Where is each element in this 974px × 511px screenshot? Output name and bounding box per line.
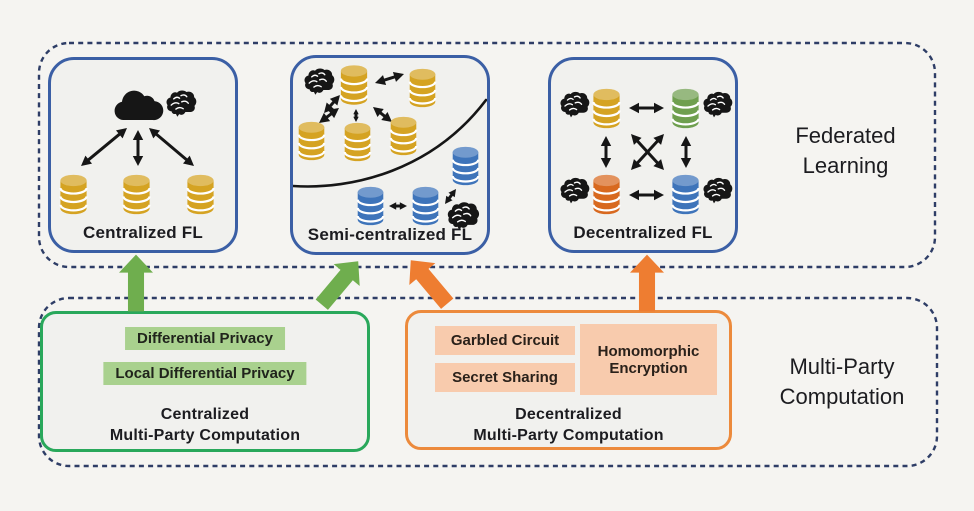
decentralized-mpc-caption: Decentralized Multi-Party Computation	[408, 404, 729, 446]
centralized-mpc-caption: Centralized Multi-Party Computation	[43, 404, 367, 446]
brain-icon	[303, 68, 335, 96]
database-icon	[122, 173, 151, 216]
centralized-mpc-caption-line2: Multi-Party Computation	[109, 427, 301, 444]
centralized-fl-panel-label: Centralized FL	[83, 223, 203, 242]
database-icon	[671, 87, 700, 130]
database-icon	[339, 64, 369, 106]
database-icon	[186, 173, 215, 216]
centralized-mpc-caption-line1: Centralized	[160, 406, 250, 423]
double-arrow	[680, 136, 692, 168]
double-arrow	[149, 128, 194, 166]
database-icon	[592, 87, 621, 130]
double-arrow	[600, 136, 612, 168]
database-icon	[451, 145, 480, 187]
double-arrow	[375, 71, 404, 86]
database-icon	[389, 115, 418, 157]
differential-privacy-chip: Differential Privacy	[125, 327, 285, 350]
multi-party-computation-label-line2: Computation	[779, 384, 905, 409]
database-icon	[59, 173, 88, 216]
double-arrow	[629, 102, 664, 114]
semi-centralized-fl-graphic	[293, 64, 487, 230]
green-flow-arrow-centralized	[119, 254, 153, 312]
database-icon	[592, 173, 621, 216]
centralized-fl-graphic	[59, 90, 215, 216]
database-icon	[671, 173, 700, 216]
brain-icon	[702, 177, 733, 205]
federated-learning-label-line2: Learning	[802, 153, 889, 178]
database-icon	[343, 121, 372, 163]
double-arrow	[629, 189, 664, 201]
database-icon	[411, 185, 440, 227]
federated-learning-label-line1: Federated	[795, 123, 896, 148]
double-arrow	[319, 108, 339, 123]
semi-centralized-fl-panel: Semi-centralized FL	[290, 55, 490, 255]
garbled-circuit-chip: Garbled Circuit	[435, 326, 575, 355]
database-icon	[408, 67, 437, 109]
double-arrow	[373, 107, 392, 122]
decentralized-fl-panel: Decentralized FL	[548, 57, 738, 253]
double-arrow	[132, 130, 144, 166]
decentralized-mpc-box: Garbled Circuit Secret Sharing Homomorph…	[405, 310, 732, 450]
orange-flow-arrow-decentralized	[630, 254, 664, 312]
cloud-icon	[114, 90, 164, 121]
green-flow-arrow-semi-centralized	[308, 250, 372, 316]
brain-icon	[165, 90, 197, 118]
double-arrow	[389, 202, 407, 210]
centralized-mpc-box: Differential Privacy Local Differential …	[40, 311, 370, 452]
federated-learning-label: Federated Learning	[768, 121, 923, 181]
centralized-fl-panel: Centralized FL	[48, 57, 238, 253]
brain-icon	[559, 91, 590, 119]
orange-flow-arrow-semi-centralized	[397, 249, 461, 315]
decentralized-fl-graphic	[559, 87, 733, 216]
secret-sharing-chip: Secret Sharing	[435, 363, 575, 392]
double-arrow	[445, 189, 456, 204]
brain-icon	[559, 177, 590, 205]
database-icon	[297, 120, 326, 162]
decentralized-mpc-caption-line2: Multi-Party Computation	[473, 427, 664, 444]
database-icon	[356, 185, 385, 227]
decentralized-mpc-caption-line1: Decentralized	[515, 406, 622, 423]
semi-centralized-fl-panel-label: Semi-centralized FL	[307, 225, 473, 244]
brain-icon	[702, 91, 733, 119]
multi-party-computation-label-line1: Multi-Party	[789, 354, 895, 379]
multi-party-computation-label: Multi-Party Computation	[756, 352, 928, 412]
decentralized-fl-panel-label: Decentralized FL	[573, 223, 713, 242]
double-arrow	[81, 128, 127, 166]
double-arrow	[353, 109, 359, 122]
local-differential-privacy-chip: Local Differential Privacy	[103, 362, 307, 385]
homomorphic-encryption-chip: Homomorphic Encryption	[580, 324, 717, 395]
